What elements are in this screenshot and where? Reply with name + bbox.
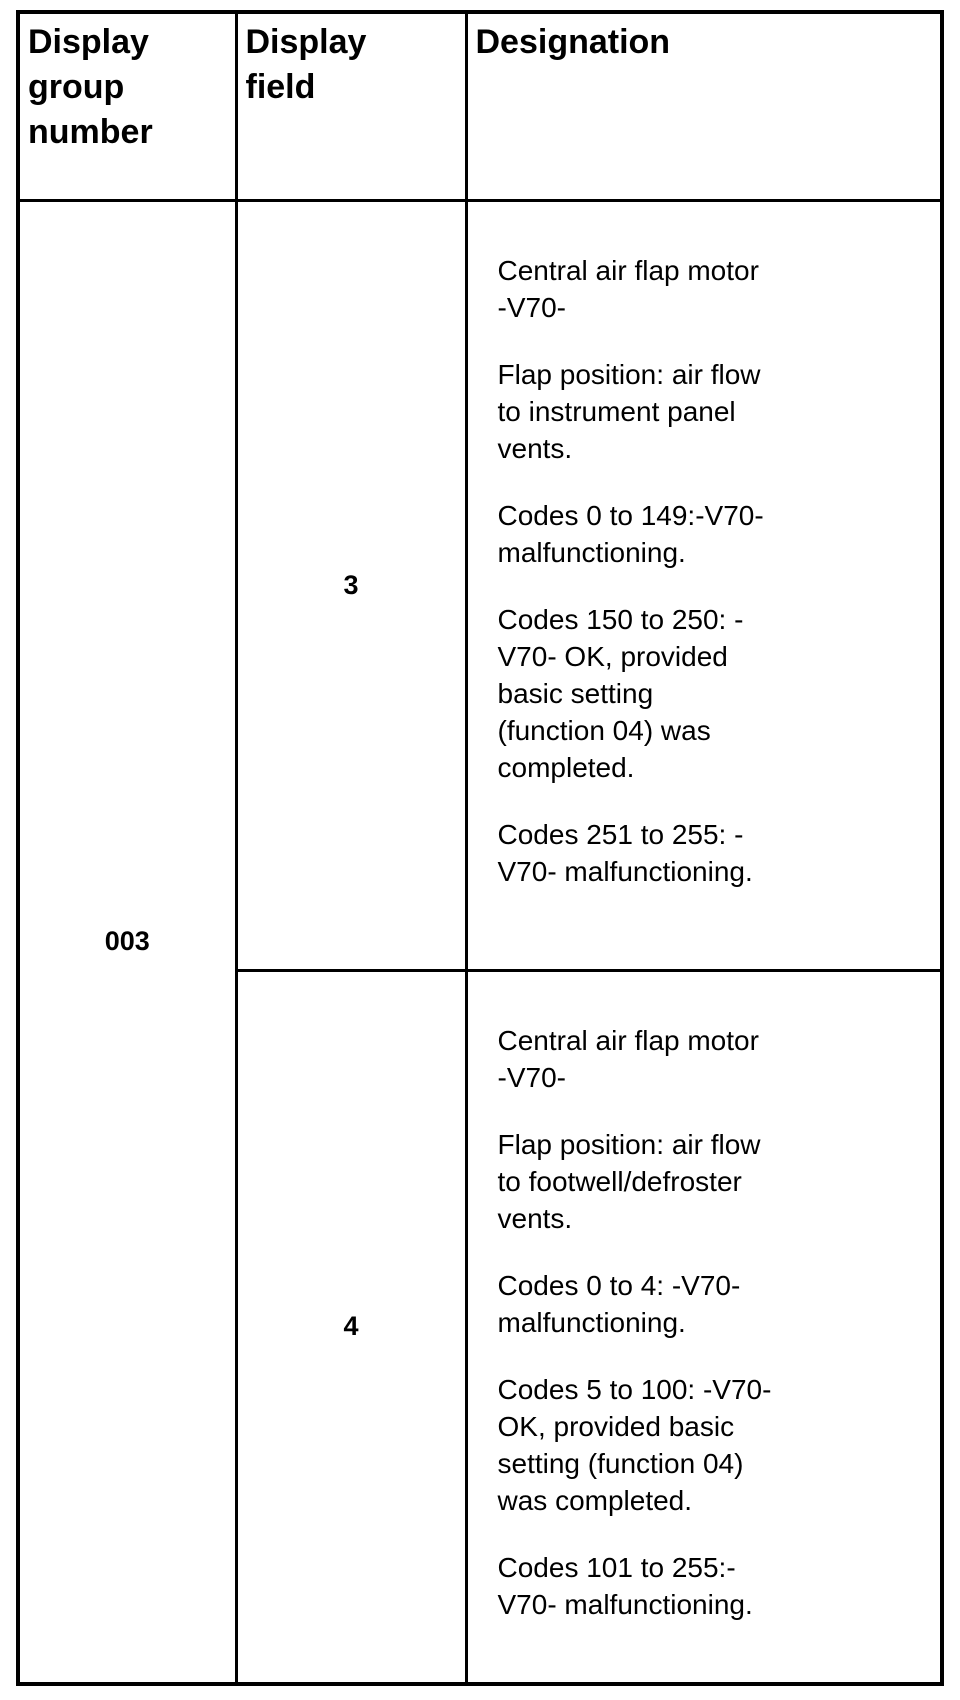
header-designation: Designation xyxy=(464,10,944,202)
designation-paragraph: Codes 251 to 255: - V70- malfunctioning. xyxy=(497,818,753,887)
designation-paragraph: Codes 150 to 250: - V70- OK, provided ba… xyxy=(497,603,744,783)
designation-paragraph: Codes 5 to 100: -V70- OK, provided basic… xyxy=(497,1373,772,1516)
designation-paragraph: Codes 0 to 149:-V70- malfunctioning. xyxy=(497,499,764,568)
designation-paragraph: Flap position: air flow to instrument pa… xyxy=(497,358,761,464)
designation-cell: Central air flap motor -V70- Flap positi… xyxy=(464,968,944,1686)
designation-paragraph: Codes 0 to 4: -V70- malfunctioning. xyxy=(497,1269,741,1338)
table-row: 4 Central air flap motor -V70- Flap posi… xyxy=(18,968,944,1686)
group-number-cell: 003 xyxy=(16,198,238,1686)
designation-paragraph: Flap position: air flow to footwell/defr… xyxy=(497,1128,761,1234)
display-group-table: Display group number Display field Desig… xyxy=(16,10,944,1686)
designation-cell: Central air flap motor -V70- Flap positi… xyxy=(464,198,944,972)
designation-paragraph: Codes 101 to 255:- V70- malfunctioning. xyxy=(497,1551,753,1620)
designation-paragraph: Central air flap motor -V70- xyxy=(497,254,759,323)
table-header-row: Display group number Display field Desig… xyxy=(16,10,944,202)
table-row: 003 3 Central air flap motor -V70- Flap … xyxy=(16,198,944,1686)
designation-paragraph: Central air flap motor -V70- xyxy=(497,1024,759,1093)
designation-text: Central air flap motor -V70- Flap positi… xyxy=(498,1022,808,1623)
header-display-field: Display field xyxy=(234,10,468,202)
display-field-cell: 4 xyxy=(234,968,468,1686)
header-display-group-number: Display group number xyxy=(16,10,238,202)
designation-text: Central air flap motor -V70- Flap positi… xyxy=(498,252,808,890)
display-field-cell: 3 xyxy=(234,198,468,972)
